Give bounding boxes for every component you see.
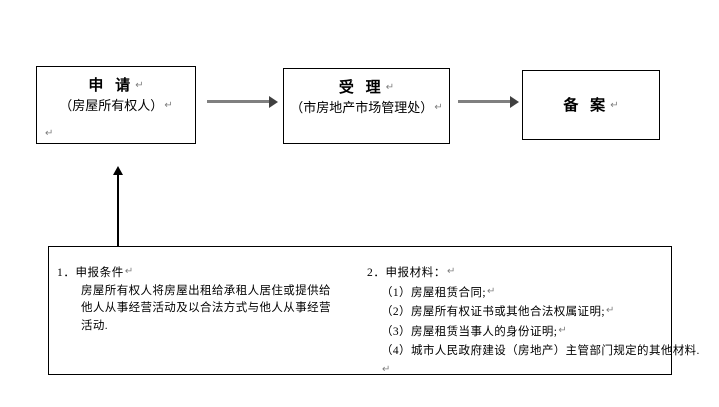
arrow-apply-to-accept [207,96,279,108]
requirements-conditions-line: 房屋所有权人将房屋出租给承租人居住或提供给 [81,284,331,297]
return-mark-icon: ↵ [45,128,54,139]
process-box-apply-subtitle: （房屋所有权人）↵ [59,98,173,113]
requirements-materials-item: （2）房屋所有权证书或其他合法权属证明;↵ [381,305,615,318]
process-box-record-content: 备 案↵ [523,96,659,116]
return-mark-icon: ↵ [446,266,456,277]
arrow-head-icon [510,96,519,108]
process-box-accept[interactable]: 受 理↵ （市房地产市场管理处）↵ [283,68,450,144]
arrow-head-icon [269,96,278,108]
return-mark-icon: ↵ [385,82,395,93]
return-mark-icon: ↵ [558,324,567,336]
process-box-accept-title: 受 理↵ [338,80,395,96]
requirements-column-materials: 2．申报材料：↵ （1）房屋租赁合同;↵ （2）房屋所有权证书或其他合法权属证明… [367,263,700,381]
arrow-shaft [207,100,271,103]
return-mark-icon: ↵ [605,305,615,316]
return-mark-icon: ↵ [135,80,144,91]
requirements-conditions-line: 他人从事经营活动及以合法方式与他人从事经营 [81,302,331,314]
return-mark-icon: ↵ [164,100,173,111]
return-mark-icon: ↵ [486,285,496,297]
requirements-materials-trailing: ↵ [367,361,667,381]
requirements-materials-item: （3）房屋租赁当事人的身份证明;↵ [381,324,567,338]
requirements-materials-heading: 2．申报材料：↵ [367,266,456,279]
return-mark-icon [700,344,701,355]
return-mark-icon: ↵ [382,363,391,375]
process-box-accept-subtitle: （市房地产市场管理处）↵ [290,100,443,115]
arrow-head-icon [113,166,123,175]
arrow-requirements-to-apply [112,166,125,246]
requirements-materials-item: （1）房屋租赁合同;↵ [381,285,496,299]
requirements-column-conditions: 1．申报条件↵ 房屋所有权人将房屋出租给承租人居住或提供给 他人从事经营活动及以… [57,263,367,335]
process-box-apply[interactable]: 申 请↵ （房屋所有权人）↵ ↵ [36,66,196,144]
requirements-conditions-heading: 1．申报条件↵ [57,266,134,279]
requirements-box[interactable]: 1．申报条件↵ 房屋所有权人将房屋出租给承租人居住或提供给 他人从事经营活动及以… [48,246,699,375]
requirements-materials-item: （4）城市人民政府建设（房地产）主管部门规定的其他材料. [381,345,700,357]
return-mark-icon: ↵ [610,100,619,111]
arrow-accept-to-record [458,96,520,108]
arrow-shaft [117,173,119,246]
requirements-conditions-body: 房屋所有权人将房屋出租给承租人居住或提供给 他人从事经营活动及以合法方式与他人从… [57,283,367,336]
process-box-apply-title: 申 请↵ [88,78,144,94]
return-mark-icon: ↵ [124,266,134,277]
process-box-apply-content: 申 请↵ （房屋所有权人）↵ [37,76,195,116]
return-mark-icon: ↵ [434,102,443,113]
process-box-accept-content: 受 理↵ （市房地产市场管理处）↵ [284,78,449,118]
process-box-record-title: 备 案↵ [563,98,619,114]
requirements-conditions-line: 活动. [81,319,109,332]
process-box-record[interactable]: 备 案↵ [522,70,660,140]
arrow-shaft [458,100,512,103]
